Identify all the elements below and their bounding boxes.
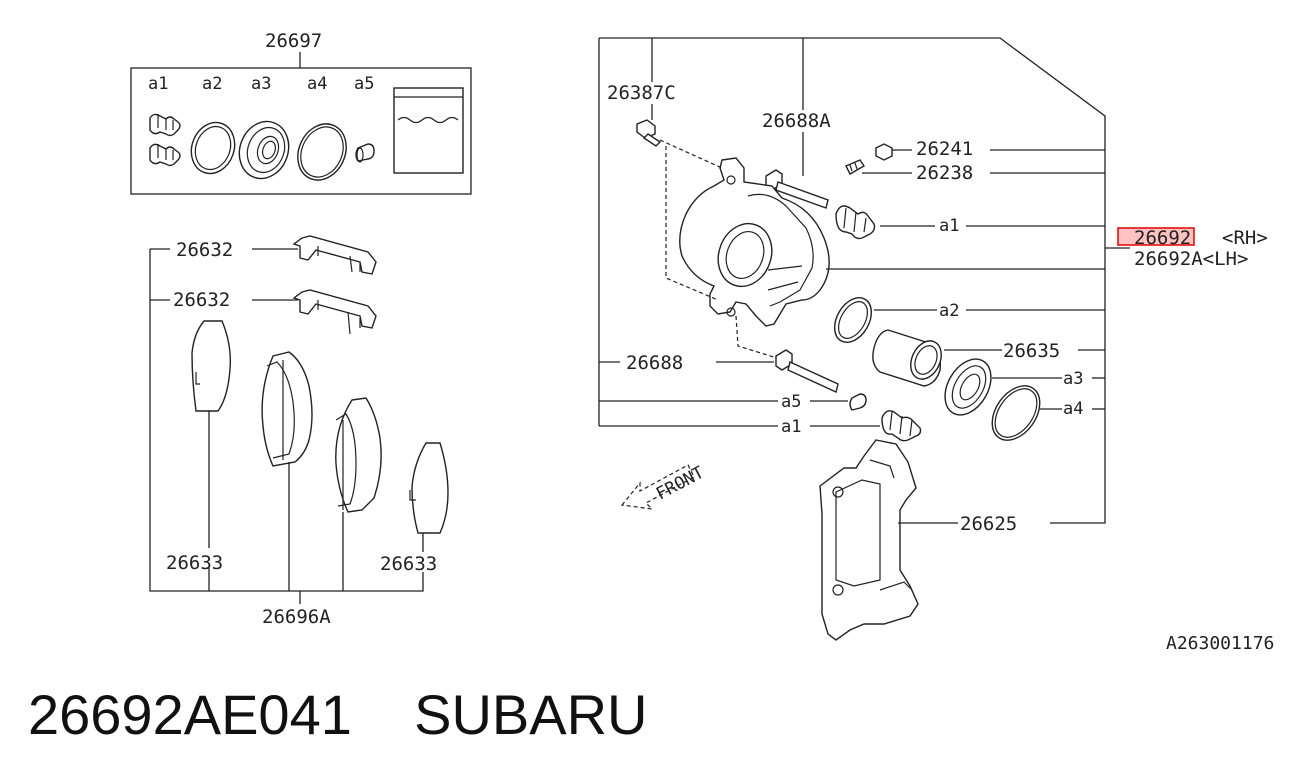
- guide-pin-icon: [775, 349, 839, 393]
- pad-clip-icon: [292, 235, 377, 275]
- bleeder-cap-icon: [875, 143, 893, 161]
- kit-item-a5[interactable]: a5: [354, 74, 374, 94]
- guide-pin-lower-label[interactable]: 26688: [626, 352, 683, 374]
- piston-boot-label[interactable]: a3: [1063, 369, 1083, 389]
- kit-box: 26697 a1 a2 a3 a4 a5: [130, 30, 472, 195]
- caliper-lh-label[interactable]: 26692A<LH>: [1134, 248, 1248, 270]
- support-label[interactable]: 26625: [960, 513, 1017, 535]
- caliper-rh-label[interactable]: 26692: [1134, 227, 1191, 249]
- boot-icon: [835, 205, 876, 240]
- pad-clip-icon: [292, 289, 377, 335]
- ring-icon: [297, 123, 347, 181]
- pads-group: 26632 26632 26633: [149, 235, 449, 628]
- piston-label[interactable]: 26635: [1003, 340, 1060, 362]
- front-label: FRONT: [653, 463, 708, 505]
- piston-boot-icon: [238, 120, 290, 180]
- grease-packet-icon: [393, 87, 464, 174]
- seal-ring-icon: [190, 121, 236, 175]
- clip-top-label[interactable]: 26632: [176, 239, 233, 261]
- brake-pad-icon: [335, 397, 382, 513]
- boot-lower-label[interactable]: a1: [781, 417, 801, 437]
- bushing-label[interactable]: a5: [781, 392, 801, 412]
- boot-icon: [149, 113, 181, 167]
- footer-title: 26692AE041 SUBARU: [28, 682, 647, 747]
- pad-set-label[interactable]: 26696A: [262, 606, 331, 628]
- caliper-support-icon: [819, 439, 919, 641]
- bushing-icon: [355, 143, 375, 163]
- guide-pin-icon: [765, 169, 829, 209]
- caliper-group: 26387C 26688A 26241 26238: [598, 37, 1268, 641]
- kit-item-a3[interactable]: a3: [251, 74, 271, 94]
- diagram-reference: A263001176: [1166, 633, 1275, 654]
- kit-box-number[interactable]: 26697: [265, 30, 322, 52]
- shim-icon: [191, 320, 232, 412]
- guide-pin-upper-label[interactable]: 26688A: [762, 110, 831, 132]
- seal-label[interactable]: a2: [939, 301, 959, 321]
- footer-part-number: 26692AE041: [28, 683, 352, 746]
- front-arrow-icon: [620, 464, 695, 510]
- piston-icon: [872, 329, 942, 387]
- seal-ring-icon: [833, 297, 873, 343]
- kit-item-a2[interactable]: a2: [202, 74, 222, 94]
- bleeder-cap-label[interactable]: 26241: [916, 138, 973, 160]
- bolt-icon: [636, 119, 662, 147]
- bleeder-screw-icon: [845, 159, 865, 175]
- parts-diagram: 26697 a1 a2 a3 a4 a5: [130, 30, 1268, 641]
- ring-icon: [991, 385, 1041, 441]
- bushing-icon: [849, 393, 867, 411]
- shim-icon: [409, 442, 449, 534]
- clip-bottom-label[interactable]: 26632: [173, 289, 230, 311]
- footer-brand: SUBARU: [414, 683, 648, 746]
- ring-label[interactable]: a4: [1063, 399, 1083, 419]
- boot-icon: [881, 410, 922, 442]
- brake-pad-icon: [261, 351, 313, 467]
- shim-left-label[interactable]: 26633: [166, 552, 223, 574]
- kit-item-a1[interactable]: a1: [148, 74, 168, 94]
- highlight-box: [1117, 227, 1195, 246]
- shim-right-label[interactable]: 26633: [380, 553, 437, 575]
- bleeder-screw-label[interactable]: 26238: [916, 162, 973, 184]
- caliper-rh-suffix: <RH>: [1222, 227, 1268, 249]
- boot-upper-label[interactable]: a1: [939, 216, 959, 236]
- kit-item-a4[interactable]: a4: [307, 74, 327, 94]
- caliper-body-icon: [679, 157, 830, 327]
- piston-boot-icon: [944, 358, 992, 416]
- bolt-label[interactable]: 26387C: [607, 82, 676, 104]
